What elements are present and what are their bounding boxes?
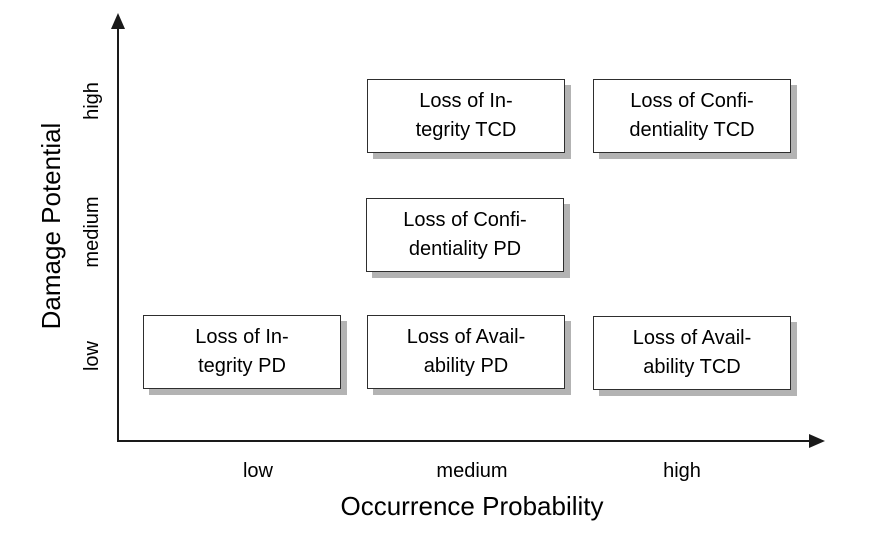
- box-loss-of-integrity-pd: Loss of In- tegrity PD: [143, 315, 341, 389]
- x-tick-label-low: low: [242, 460, 273, 482]
- x-tick-label-high: high: [663, 460, 701, 482]
- box-loss-of-integrity-tcd: Loss of In- tegrity TCD: [367, 79, 565, 153]
- x-axis-arrowhead-icon: [809, 434, 825, 448]
- y-axis-arrowhead-icon: [111, 13, 125, 29]
- box-loss-of-confidentiality-tcd: Loss of Confi- dentiality TCD: [593, 79, 791, 153]
- box-loss-of-availability-pd: Loss of Avail- ability PD: [367, 315, 565, 389]
- x-axis-title: Occurrence Probability: [340, 491, 604, 521]
- y-axis-title: Damage Potential: [36, 122, 66, 330]
- box-loss-of-availability-tcd: Loss of Avail- ability TCD: [593, 316, 791, 390]
- y-tick-label-high: high: [81, 82, 103, 120]
- box-loss-of-confidentiality-pd: Loss of Confi- dentiality PD: [366, 198, 564, 272]
- y-tick-label-low: low: [81, 341, 103, 372]
- y-axis-line: [117, 24, 119, 441]
- y-tick-label-medium: medium: [81, 196, 103, 268]
- x-axis-line: [117, 440, 813, 442]
- x-tick-label-medium: medium: [436, 460, 508, 482]
